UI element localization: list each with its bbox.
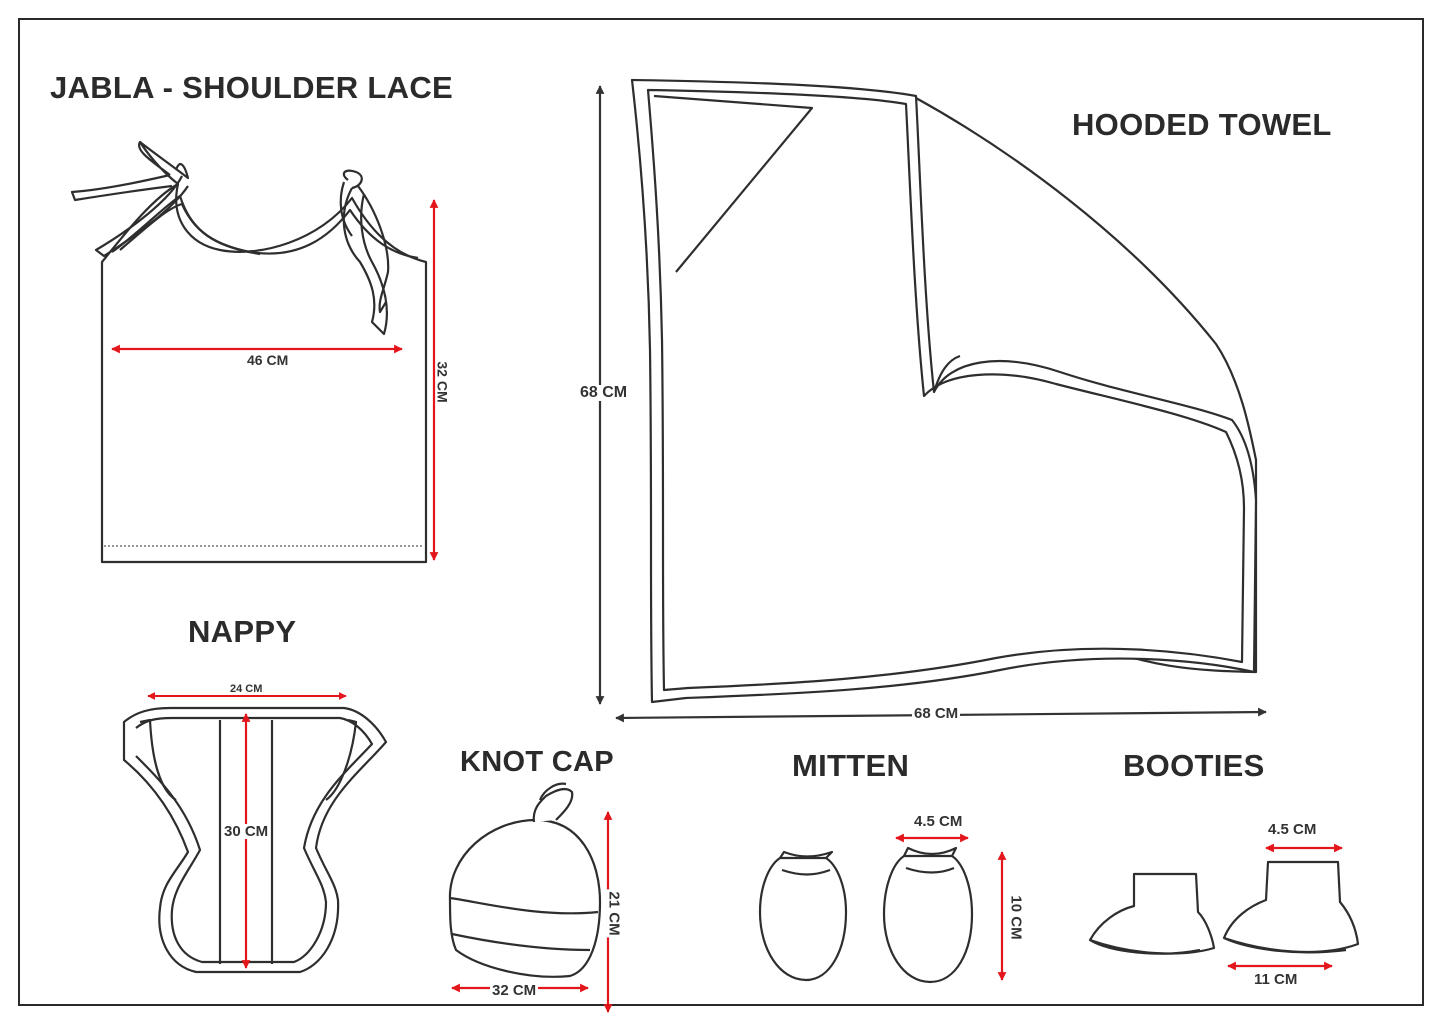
jabla-width-label: 46 CM bbox=[245, 352, 291, 368]
knot-cap-drawing bbox=[448, 782, 602, 978]
diagram-frame bbox=[18, 18, 1424, 1006]
booties-length-label: 11 CM bbox=[1252, 971, 1300, 988]
mitten-drawing bbox=[758, 846, 974, 984]
jabla-arrows bbox=[111, 199, 439, 561]
booties-opening-label: 4.5 CM bbox=[1266, 821, 1319, 838]
nappy-title: NAPPY bbox=[188, 614, 297, 649]
cap-width-label: 32 CM bbox=[490, 982, 539, 999]
jabla-title: JABLA - SHOULDER LACE bbox=[50, 70, 453, 105]
mitten-title: MITTEN bbox=[792, 748, 910, 783]
mitten-arrows bbox=[895, 833, 1007, 981]
booties-drawing bbox=[1088, 860, 1360, 955]
jabla-drawing bbox=[70, 140, 428, 564]
nappy-drawing bbox=[122, 706, 388, 974]
jabla-height-label: 32 CM bbox=[434, 359, 451, 405]
nappy-width-label: 24 CM bbox=[230, 683, 263, 695]
knot-cap-title: KNOT CAP bbox=[460, 746, 614, 778]
towel-height-label: 68 CM bbox=[578, 384, 630, 401]
mitten-width-label: 4.5 CM bbox=[912, 813, 965, 830]
cap-height-label: 21 CM bbox=[605, 889, 623, 938]
nappy-length-label: 30 CM bbox=[222, 823, 271, 840]
booties-arrows bbox=[1227, 843, 1343, 971]
towel-width-label: 68 CM bbox=[912, 705, 961, 722]
hooded-towel-title: HOODED TOWEL bbox=[1072, 107, 1332, 142]
booties-title: BOOTIES bbox=[1123, 748, 1265, 783]
mitten-height-label: 10 CM bbox=[1007, 893, 1025, 942]
nappy-arrows bbox=[147, 692, 347, 969]
towel-drawing bbox=[630, 78, 1258, 704]
